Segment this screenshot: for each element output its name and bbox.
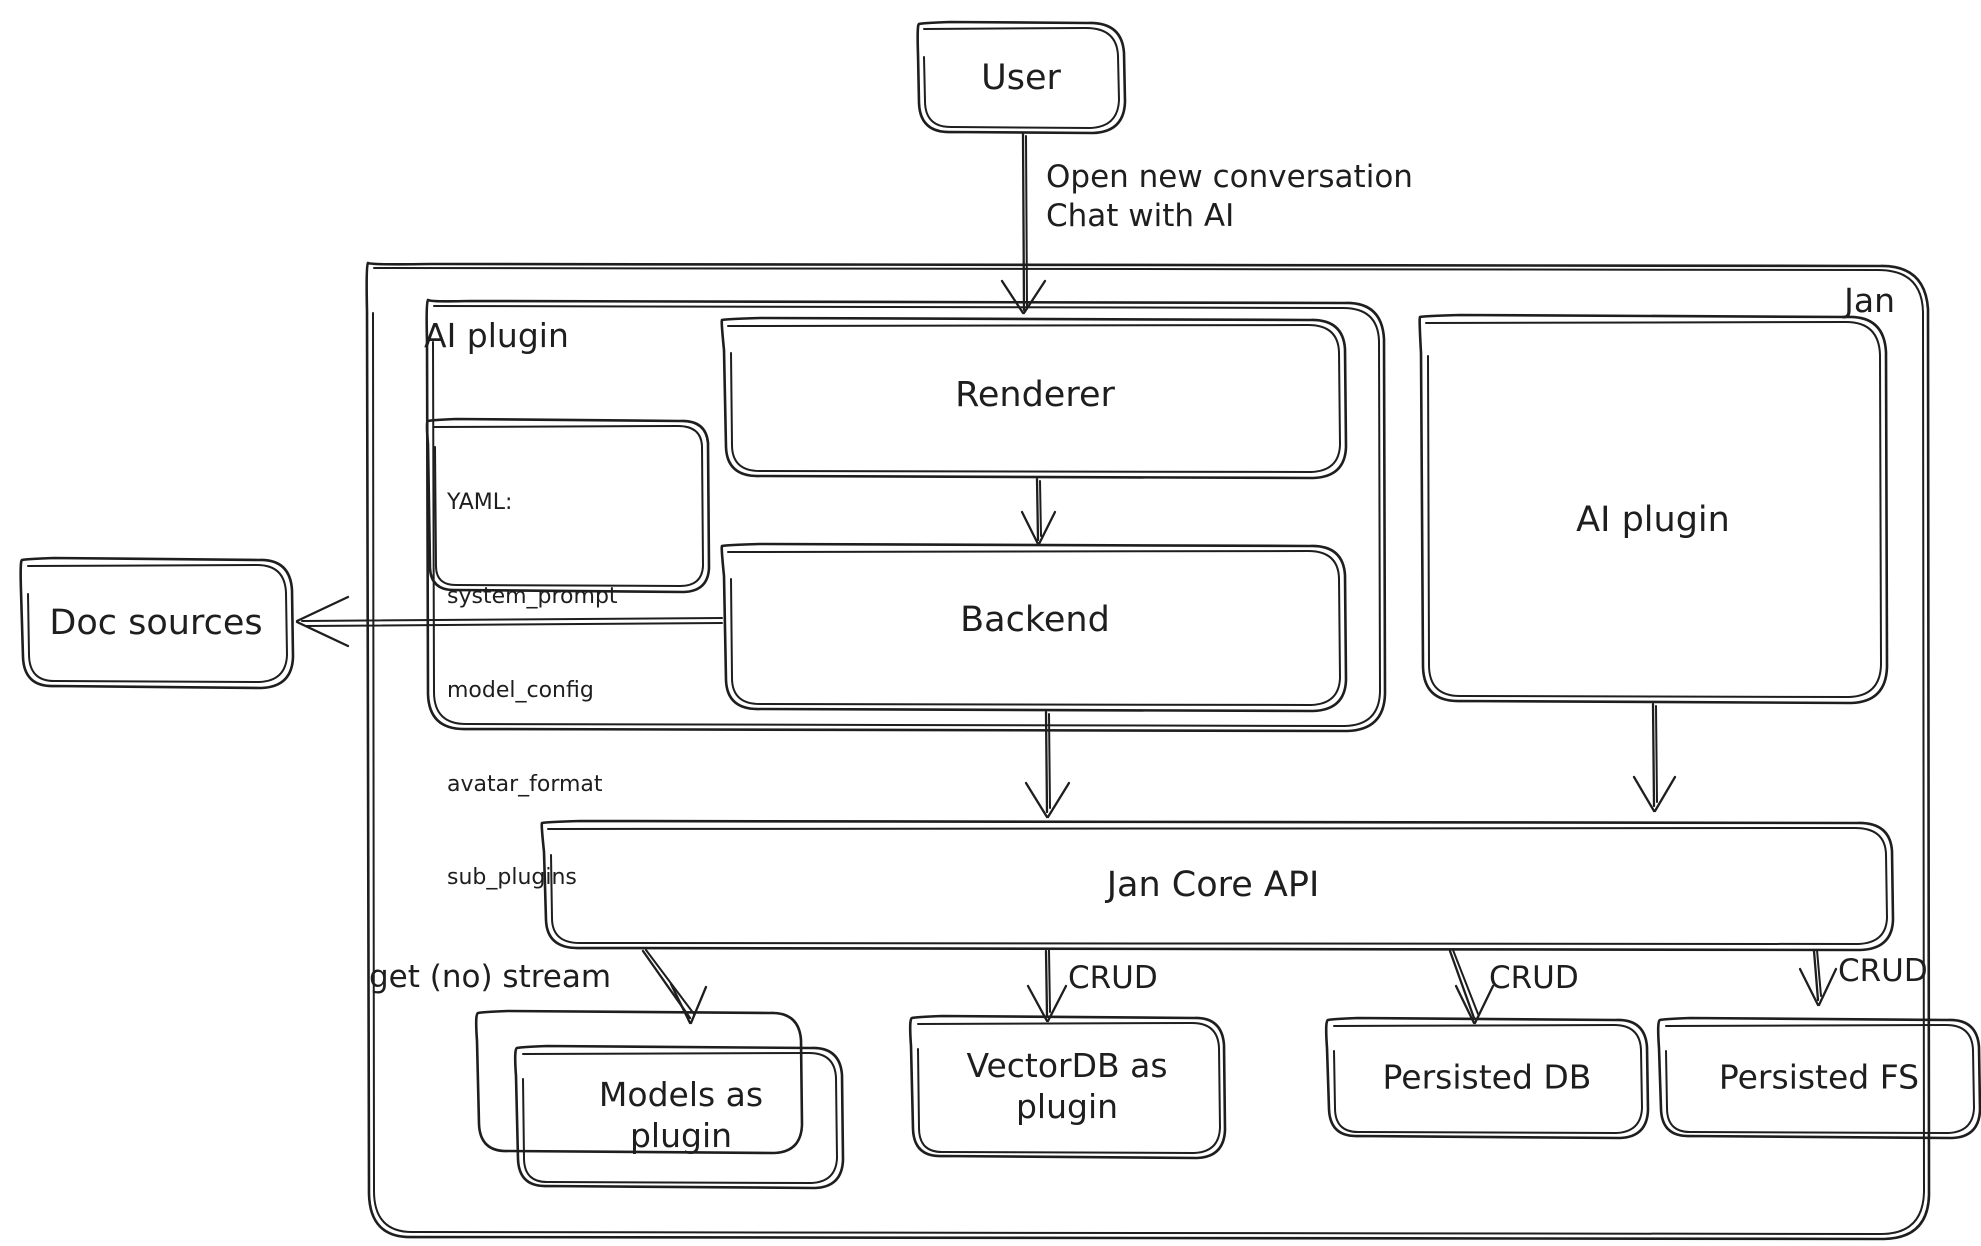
backend-box-outline bbox=[720, 542, 1348, 713]
ai-plugin-group-outline bbox=[425, 298, 1387, 733]
renderer-box-outline bbox=[720, 316, 1348, 480]
arrow-backend-to-doc-sources bbox=[295, 595, 723, 648]
jan-core-api-box-outline bbox=[540, 819, 1895, 952]
ai-plugin-right-box-outline bbox=[1418, 313, 1889, 705]
arrow-user-to-renderer bbox=[1000, 132, 1047, 315]
doc-sources-box-outline bbox=[19, 556, 295, 690]
arrow-core-to-persisted-db bbox=[1448, 949, 1495, 1025]
persisted-fs-box-outline bbox=[1656, 1016, 1981, 1140]
models-as-plugin-box-outline bbox=[474, 1009, 845, 1190]
persisted-db-box-outline bbox=[1324, 1016, 1650, 1140]
arrow-core-to-models bbox=[641, 949, 708, 1025]
arrow-core-to-vectordb bbox=[1026, 949, 1068, 1023]
jan-group-outline bbox=[365, 261, 1931, 1241]
arrow-core-to-persisted-fs bbox=[1798, 949, 1838, 1007]
arrow-renderer-to-backend bbox=[1020, 477, 1057, 546]
arrow-backend-to-core-api bbox=[1024, 710, 1071, 819]
arrow-ai-plugin-to-core-api bbox=[1632, 702, 1677, 813]
user-box-outline bbox=[916, 20, 1127, 135]
yaml-box-outline bbox=[425, 417, 711, 594]
vectordb-as-plugin-box-outline bbox=[908, 1014, 1227, 1160]
